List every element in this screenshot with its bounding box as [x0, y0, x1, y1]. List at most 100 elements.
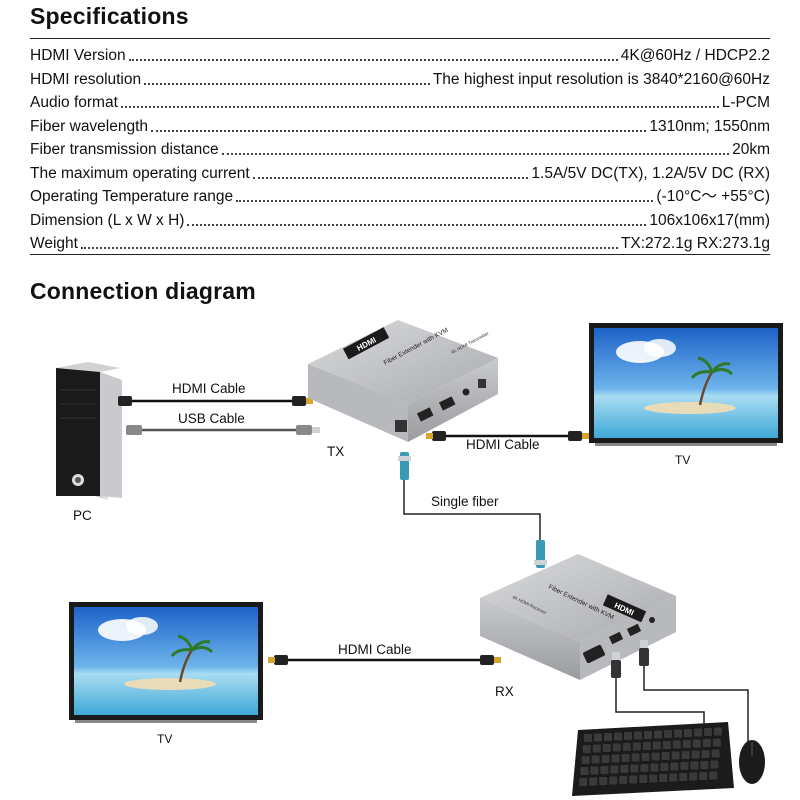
keyboard-key [624, 732, 632, 740]
keyboard-key [679, 773, 688, 781]
spec-label: HDMI resolution [30, 70, 142, 88]
keyboard-key [690, 761, 699, 770]
keyboard-key [591, 755, 600, 764]
keyboard-key [672, 740, 681, 749]
keyboard-key [661, 752, 670, 760]
keyboard-key [604, 733, 612, 741]
tx-sfp-port [395, 420, 407, 432]
keyboard-key [689, 772, 698, 781]
keyboard-key [601, 755, 610, 763]
keyboard-key [670, 762, 679, 771]
keyboard-key [631, 753, 640, 762]
keyboard-key [652, 741, 661, 750]
keyboard-key [579, 778, 588, 786]
keyboard-key [611, 754, 620, 763]
tx-tv-hdmi-cable-label: HDMI Cable [466, 437, 540, 452]
pc-tower [56, 362, 122, 500]
pc-usb-cable [126, 425, 320, 435]
tv-bottom-label: TV [157, 732, 173, 746]
tx-tv-hdmi-cable [426, 431, 589, 441]
keyboard-key [714, 727, 722, 736]
rx-label: RX [495, 684, 514, 699]
keyboard-key [630, 764, 639, 773]
keyboard-key [660, 763, 669, 771]
keyboard-key [642, 742, 651, 750]
usb-plug-icon [126, 425, 142, 435]
keyboard-key [621, 754, 630, 762]
rx-tv-hdmi-cable-label: HDMI Cable [338, 642, 412, 657]
tx-label: TX [327, 444, 345, 459]
spec-leader-dots [128, 59, 618, 61]
rx-audio-port [649, 617, 655, 623]
keyboard-key [580, 767, 589, 775]
spec-label: Fiber transmission distance [30, 141, 219, 158]
specifications-heading: Specifications [30, 3, 189, 29]
keyboard-key [701, 750, 710, 758]
keyboard-key [609, 776, 618, 785]
keyboard-key [671, 751, 680, 760]
spec-leader-dots [80, 247, 618, 249]
keyboard [572, 722, 734, 796]
mouse [739, 740, 765, 784]
rx-usb-port [608, 631, 624, 645]
keyboard-key [669, 773, 678, 782]
spec-leader-dots [187, 223, 647, 226]
single-fiber-label: Single fiber [431, 494, 499, 509]
keyboard-key [602, 744, 611, 752]
pc-usb-cable-label: USB Cable [178, 411, 245, 426]
spec-value: The highest input resolution is 3840*216… [432, 70, 770, 88]
keyboard-key [709, 771, 718, 780]
keyboard-key [691, 750, 700, 759]
spec-leader-dots [221, 153, 730, 155]
hdmi-plug-icon [432, 431, 446, 441]
usb-plug-icon [296, 425, 312, 435]
keyboard-key [699, 772, 708, 780]
keyboard-key [599, 777, 608, 785]
spec-leader-dots [236, 200, 654, 202]
hdmi-plug-icon [292, 396, 306, 406]
usb-plug-icon [611, 660, 621, 678]
keyboard-key [650, 763, 659, 772]
rx-tv-hdmi-cable [268, 655, 501, 665]
spec-label: Audio format [30, 94, 118, 111]
keyboard-key [622, 743, 631, 751]
keyboard-key [612, 743, 621, 752]
spec-label: Weight [30, 235, 78, 252]
keyboard-key [632, 742, 641, 751]
keyboard-key [694, 728, 702, 737]
keyboard-key [644, 731, 652, 739]
rx-usb-port [626, 623, 642, 637]
keyboard-key [581, 756, 590, 764]
keyboard-key [639, 775, 648, 783]
pc-hdmi-cable [118, 396, 313, 406]
keyboard-key [700, 761, 709, 769]
spec-row: Audio format L-PCM [30, 89, 770, 112]
tx-hdmi-in-port [416, 407, 434, 422]
keyboard-key [659, 774, 668, 782]
spec-value: 1310nm; 1550nm [649, 117, 770, 135]
keyboard-key [710, 760, 719, 769]
spec-label: The maximum operating current [30, 164, 250, 182]
spec-value: L-PCM [721, 94, 770, 111]
rx-extender-device: HDMI Fiber Extender with KVM 4K HDMI Rec… [480, 554, 676, 680]
spec-label: Fiber wavelength [30, 117, 149, 135]
spec-value: 4K@60Hz / HDCP2.2 [620, 47, 770, 64]
keyboard-key [681, 751, 690, 759]
keyboard-key [600, 766, 609, 774]
spec-leader-dots [120, 106, 719, 108]
tv-top-label: TV [675, 453, 691, 467]
keyboard-key [702, 739, 711, 747]
hdmi-plug-icon [118, 396, 132, 406]
keyboard-key [684, 729, 692, 737]
keyboard-key [662, 741, 671, 749]
keyboard-key [594, 733, 602, 742]
tx-hdmi-out-port [438, 396, 456, 411]
keyboard-key [584, 734, 592, 742]
keyboard-key [664, 730, 672, 738]
keyboard-key [674, 729, 682, 738]
specifications-top-rule [30, 38, 770, 39]
pc-hdmi-cable-label: HDMI Cable [172, 381, 246, 396]
